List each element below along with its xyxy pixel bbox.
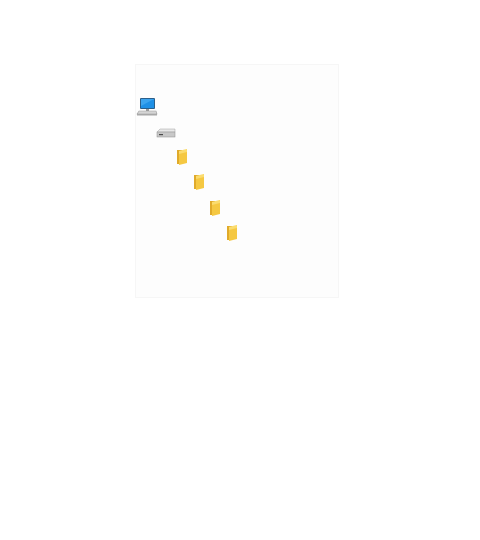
tree-node-folder-4[interactable] [225,223,243,243]
tree-node-drive[interactable] [155,123,181,143]
folder-icon [177,149,187,165]
drive-icon [156,128,176,138]
folder-tree-panel [135,64,339,298]
computer-icon [136,98,158,116]
folder-icon [194,174,204,190]
tree-node-folder-2[interactable] [192,172,210,192]
tree-node-computer[interactable] [136,97,162,117]
tree-node-folder-3[interactable] [208,198,226,218]
folder-icon [210,200,220,216]
folder-icon [227,225,237,241]
tree-node-folder-1[interactable] [175,147,193,167]
